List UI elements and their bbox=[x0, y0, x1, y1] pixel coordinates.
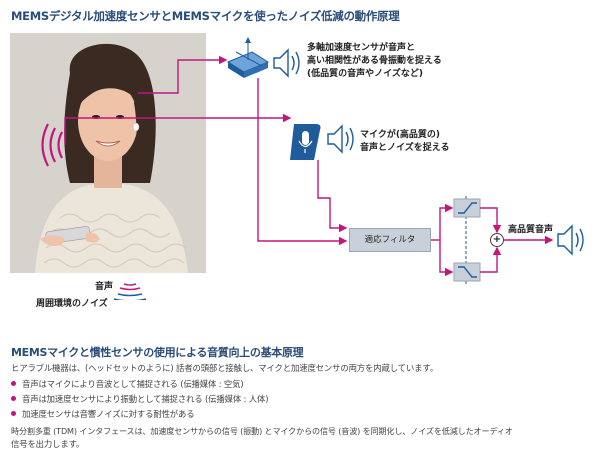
earbud-to-accelerometer-line bbox=[138, 60, 226, 93]
accelerometer-speaker-icon bbox=[274, 50, 299, 76]
legend-ambient-label: 周囲環境のノイズ bbox=[36, 298, 108, 310]
legend-voice-label: 音声 bbox=[95, 281, 113, 293]
microphone-speaker-icon bbox=[328, 126, 353, 152]
closing-text-1: 時分割多重 (TDM) インタフェースは、加速度センサからの信号 (振動) とマ… bbox=[11, 425, 513, 437]
bullet-text-2: 音声は加速度センサにより振動として捕捉される (伝播媒体 : 人体) bbox=[22, 394, 268, 404]
mouth-to-mic-line bbox=[65, 118, 290, 145]
voice-arcs-mouth bbox=[43, 124, 63, 166]
voice-legend-icon bbox=[120, 284, 140, 290]
bullet-item-3: 加速度センサは音響ノイズに対する耐性がある bbox=[11, 408, 194, 420]
highpass-filter-block bbox=[454, 199, 480, 217]
adaptive-filter-block: 適応フィルタ bbox=[349, 228, 431, 252]
lower-branch-line bbox=[440, 240, 452, 272]
accelerometer-desc-3: (低品質の音声やノイズなど) bbox=[307, 68, 423, 80]
accelerometer-chip-icon bbox=[228, 37, 268, 78]
bullet-dot bbox=[11, 411, 16, 416]
accelerometer-desc-2: 高い相関性がある骨振動を捉える bbox=[307, 55, 442, 67]
bullet-item-1: 音声はマイクにより音波として捕捉される (伝播媒体 : 空気) bbox=[11, 378, 243, 390]
bullet-item-2: 音声は加速度センサにより振動として捕捉される (伝播媒体 : 人体) bbox=[11, 393, 268, 405]
sum-symbol: + bbox=[491, 233, 503, 247]
bullet-dot bbox=[11, 396, 16, 401]
bullet-text-1: 音声はマイクにより音波として捕捉される (伝播媒体 : 空気) bbox=[22, 379, 243, 389]
mic-to-filter-line bbox=[318, 160, 346, 228]
microphone-desc-1: マイクが(高品質の) bbox=[360, 129, 440, 141]
output-label: 高品質音声 bbox=[508, 224, 553, 236]
ambient-noise-legend-icon bbox=[114, 294, 146, 300]
lower-to-sum-line bbox=[480, 248, 497, 272]
upper-branch-line bbox=[440, 208, 452, 240]
microphone-icon bbox=[290, 124, 321, 160]
bullet-text-3: 加速度センサは音響ノイズに対する耐性がある bbox=[22, 409, 194, 419]
accelerometer-desc-1: 多軸加速度センサが音声と bbox=[307, 42, 415, 54]
output-speaker-icon bbox=[558, 226, 583, 254]
bullet-dot bbox=[11, 381, 16, 386]
microphone-desc-2: 音声とノイズを捉える bbox=[360, 142, 449, 154]
upper-to-sum-line bbox=[480, 208, 497, 232]
section-title: MEMSマイクと慣性センサの使用による音質向上の基本原理 bbox=[11, 344, 303, 360]
intro-text: ヒアラブル機器は、(ヘッドセットのように) 話者の頭部と接触し、マイクと加速度セ… bbox=[11, 362, 438, 374]
closing-text-2: 信号を出力します。 bbox=[11, 438, 84, 450]
lowpass-filter-block bbox=[454, 263, 480, 281]
adaptive-filter-label: 適応フィルタ bbox=[350, 229, 430, 251]
signal-flow-diagram bbox=[0, 0, 600, 300]
